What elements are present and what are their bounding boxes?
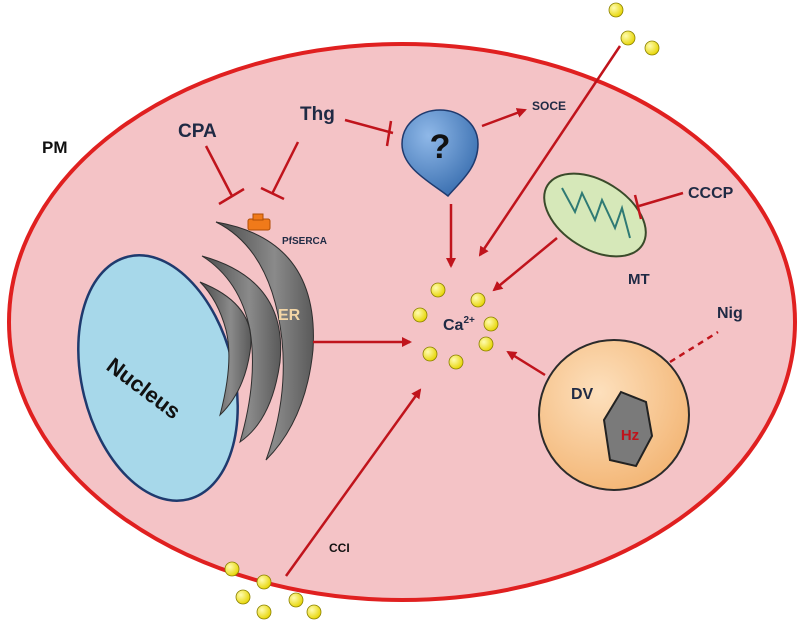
label-nig: Nig <box>717 305 743 322</box>
label-calcium-charge: 2+ <box>463 315 475 326</box>
label-cci: CCI <box>329 541 350 555</box>
calcium-extracellular-bottom <box>224 561 322 620</box>
calcium-pool <box>412 282 499 370</box>
nigericin-link <box>669 330 719 364</box>
label-pfserca: PfSERCA <box>282 236 327 247</box>
calcium-extracellular-top <box>608 2 660 56</box>
endoplasmic-reticulum <box>199 221 314 461</box>
label-hz: Hz <box>621 427 639 444</box>
hemozoin-crystal <box>602 390 654 468</box>
label-thg: Thg <box>300 104 335 125</box>
unknown-channel <box>401 109 479 198</box>
pfserca-pump <box>247 218 271 231</box>
label-mt: MT <box>628 271 650 288</box>
label-calcium: Ca2+ <box>443 315 475 334</box>
inhibition-lines <box>204 118 684 220</box>
mitochondrion <box>543 172 647 258</box>
label-cccp: CCCP <box>688 185 734 202</box>
label-unknown: ? <box>430 128 451 166</box>
label-cpa: CPA <box>178 121 217 142</box>
label-soce: SOCE <box>532 99 566 113</box>
activation-arrows <box>284 45 622 577</box>
label-dv: DV <box>571 386 594 403</box>
label-er: ER <box>278 307 301 324</box>
label-pm: PM <box>42 138 68 157</box>
